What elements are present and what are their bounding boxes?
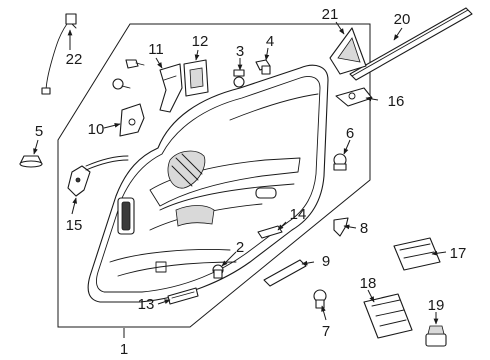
callout-6: 6: [346, 125, 354, 142]
bezel: [183, 59, 209, 97]
callout-21: 21: [322, 6, 339, 23]
inner-handle-rod: [67, 155, 129, 197]
callout-16: 16: [388, 93, 405, 110]
reinforcement: [119, 103, 145, 137]
callout-9: 9: [322, 253, 330, 270]
callout-13: 13: [138, 296, 155, 313]
callout-10: 10: [88, 121, 105, 138]
leader-lines: [33, 21, 447, 338]
window-switch-17: [393, 237, 441, 271]
callout-11: 11: [148, 41, 164, 58]
bolt-7: [313, 289, 327, 309]
callout-labels: 1 2 3 4 5 6 7 8 9 10 11 12 13 14 15 16 1…: [35, 6, 467, 358]
push-pin-2: [212, 264, 224, 279]
screw-6: [333, 153, 347, 171]
bracket: [159, 63, 183, 113]
callout-20: 20: [394, 11, 411, 28]
mirror-switch: [335, 87, 373, 107]
weatherstrip: [349, 7, 473, 81]
screw-a: [125, 59, 145, 69]
callout-12: 12: [192, 33, 209, 50]
callout-22: 22: [66, 51, 83, 68]
callout-14: 14: [290, 206, 307, 223]
door-trim-panel: [87, 64, 329, 303]
assembly-outline: [57, 23, 371, 328]
reflector-14: [257, 225, 283, 239]
window-switch-18: [363, 293, 413, 339]
callout-8: 8: [360, 220, 368, 237]
clip-8: [333, 217, 349, 237]
reflector-strip: [263, 259, 307, 287]
callout-17: 17: [450, 245, 467, 262]
callout-7: 7: [322, 323, 330, 340]
callout-19: 19: [428, 297, 445, 314]
callout-3: 3: [236, 43, 244, 60]
callout-5: 5: [35, 123, 43, 140]
callout-4: 4: [266, 33, 274, 50]
grommet-5: [19, 155, 43, 168]
door-wire-harness: [41, 13, 77, 95]
screw-b: [112, 78, 131, 90]
clip-4: [255, 59, 271, 75]
callout-1: 1: [120, 341, 128, 358]
callout-15: 15: [66, 217, 83, 234]
callout-2: 2: [236, 239, 244, 256]
callout-18: 18: [360, 275, 377, 292]
mirror-corner-trim: [329, 27, 367, 75]
screw-3: [233, 69, 245, 88]
switch-knob: [425, 325, 447, 347]
